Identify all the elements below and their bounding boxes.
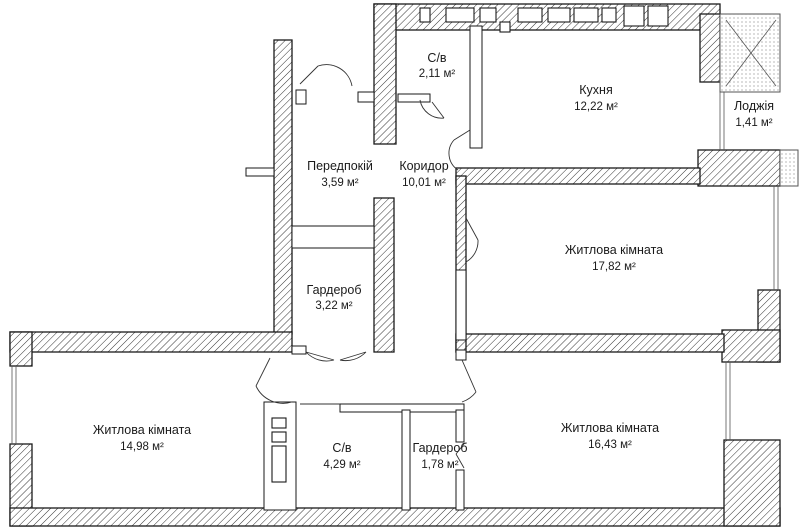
room-area-bathroom-low: 4,29 м² [323,459,360,471]
room-area-living-low: 16,43 м² [588,439,632,451]
stub-corridor-top [357,91,375,103]
loggia [719,13,799,187]
room-name-living-right: Житлова кімната [565,243,663,257]
kitchen-fixtures [419,5,669,33]
wall-upper-left [373,3,397,145]
wall-kitchen-right [699,13,721,83]
room-name-wardrobe-mid: Гардероб [307,283,362,297]
wall-hallway-left [273,39,293,335]
room-name-bathroom-top: С/в [427,51,447,65]
door-living-low [461,359,477,403]
bath-fixture-2 [271,431,287,443]
partition-bath-top-bottom [397,93,431,103]
loggia-floor [719,13,781,93]
fixture-box-1 [419,7,431,23]
door-living-right [465,217,479,263]
door-living-left [255,357,293,404]
room-name-kitchen: Кухня [579,83,612,97]
room-area-hallway: 3,59 м² [321,177,358,189]
room-area-wardrobe-mid: 3,22 м² [315,300,352,312]
wall-right-lower [723,439,781,527]
partition-wardrobe-low-right-b [455,469,465,511]
room-name-wardrobe-low: Гардероб [413,441,468,455]
room-area-corridor: 10,01 м² [402,177,446,189]
room-area-kitchen: 12,22 м² [574,101,618,113]
wall-bottom [9,507,781,527]
wall-wardrobe-right [373,197,395,353]
room-name-living-low: Житлова кімната [561,421,659,435]
door-wardrobe-mid [305,351,367,362]
fixture-box-6 [573,7,599,23]
door-wardrobe-low [455,443,465,469]
room-name-loggia: Лоджія [734,99,774,113]
wall-corner-loggia [697,149,781,187]
wall-living-left-top [9,331,293,353]
walls [9,3,781,527]
loggia-edge [779,149,799,187]
wall-kitchen-living [455,167,701,185]
stove-burner-1 [623,5,645,27]
partition-hallway-wardrobe [291,225,375,249]
stub-living-low [455,349,467,361]
stub-hallway-left [295,89,307,105]
room-name-living-left: Житлова кімната [93,423,191,437]
bathroom-fixtures [271,417,287,483]
wall-living-left-end [9,331,33,367]
windows [11,186,779,444]
bath-fixture-3 [271,445,287,483]
partitions [245,25,483,511]
partition-wardrobe-low-right [455,409,465,443]
room-area-loggia: 1,41 м² [735,117,772,129]
room-area-living-left: 14,98 м² [120,441,164,453]
door-entrance [299,64,353,87]
wall-living-middle [455,333,725,353]
room-name-hallway: Передпокій [307,159,373,173]
fixture-box-4 [517,7,543,23]
fixture-box-5 [547,7,571,23]
fixture-box-7 [601,7,617,23]
fixture-box-2 [445,7,475,23]
room-labels: С/в 2,11 м² Кухня 12,22 м² Лоджія 1,41 м… [93,51,774,471]
room-area-living-right: 17,82 м² [592,261,636,273]
stove-burner-2 [647,5,669,27]
wall-right-ledge [721,329,781,363]
room-name-corridor: Коридор [399,159,448,173]
bath-fixture-1 [271,417,287,429]
door-kitchen [448,129,471,171]
stub-left-outer [245,167,275,177]
doors [255,64,479,469]
partition-bath-top-right [469,25,483,149]
stub-hallway-low [291,345,307,355]
room-area-bathroom-top: 2,11 м² [419,68,456,80]
fixture-box-3 [479,7,497,23]
partition-wardrobe-low-left [401,409,411,511]
room-area-wardrobe-low: 1,78 м² [421,459,458,471]
door-bath-top [419,99,445,119]
fixture-small [499,21,511,33]
room-name-bathroom-low: С/в [332,441,352,455]
partition-corridor-right [455,269,467,341]
